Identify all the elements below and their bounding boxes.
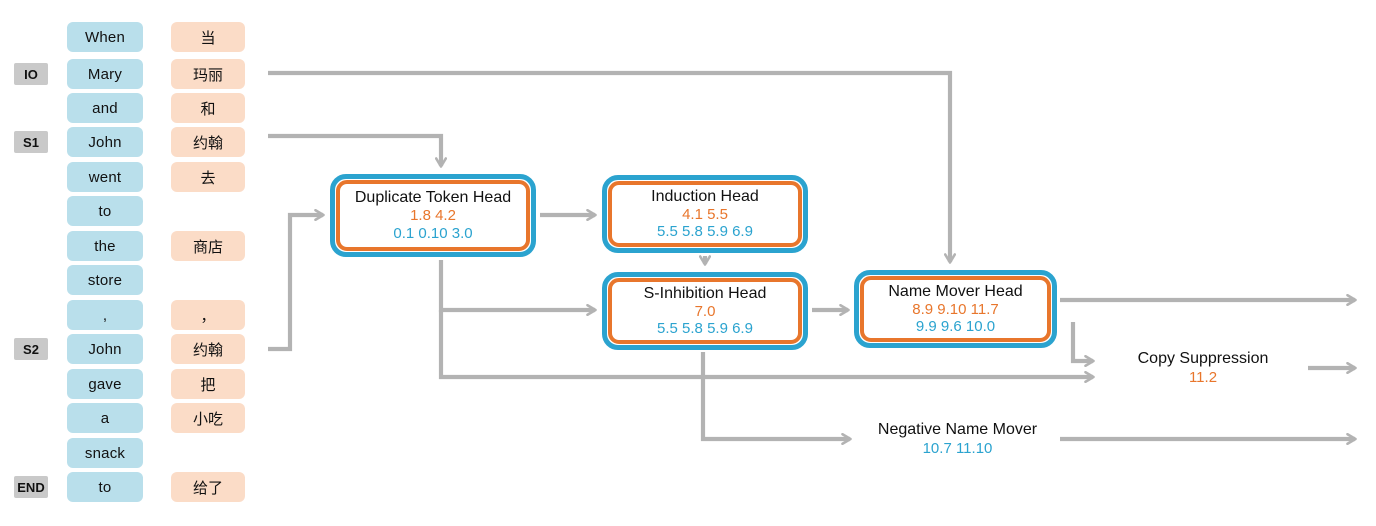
token-en-6: the	[67, 231, 143, 261]
token-zh-12	[171, 438, 245, 468]
node-heads-blue: 5.5 5.8 5.9 6.9	[657, 320, 753, 338]
node-duplicate-token-head[interactable]: Duplicate Token Head 1.8 4.2 0.1 0.10 3.…	[330, 174, 536, 257]
token-en-12: snack	[67, 438, 143, 468]
node-title: Negative Name Mover	[877, 421, 1038, 439]
token-en-7: store	[67, 265, 143, 295]
role-label-s1: S1	[14, 131, 48, 153]
node-heads-blue: 10.7 11.10	[922, 439, 993, 457]
inner-ring-orange: Duplicate Token Head 1.8 4.2 0.1 0.10 3.…	[336, 180, 530, 251]
token-zh-0: 当	[171, 22, 245, 52]
token-en-10: gave	[67, 369, 143, 399]
role-label-end: END	[14, 476, 48, 498]
node-heads-orange: 7.0	[694, 302, 716, 320]
token-zh-2: 和	[171, 93, 245, 123]
token-en-13: to	[67, 472, 143, 502]
token-en-2: and	[67, 93, 143, 123]
node-heads-orange: 4.1 5.5	[682, 205, 728, 223]
inner-ring-orange: Name Mover Head 8.9 9.10 11.7 9.9 9.6 10…	[860, 276, 1051, 342]
node-copy-suppression[interactable]: Copy Suppression 11.2	[1100, 338, 1306, 398]
token-en-3: John	[67, 127, 143, 157]
token-zh-5	[171, 196, 245, 226]
token-zh-9: 约翰	[171, 334, 245, 364]
token-en-8: ,	[67, 300, 143, 330]
node-body: Copy Suppression 11.2	[1100, 338, 1306, 398]
token-zh-3: 约翰	[171, 127, 245, 157]
node-heads-orange: 8.9 9.10 11.7	[912, 300, 999, 318]
node-heads-orange: 11.2	[1188, 368, 1218, 386]
wire-name-mover-to-copy-suppression	[1070, 322, 1093, 361]
inner-ring-orange: S-Inhibition Head 7.0 5.5 5.8 5.9 6.9	[608, 278, 802, 344]
node-name-mover-head[interactable]: Name Mover Head 8.9 9.10 11.7 9.9 9.6 10…	[854, 270, 1057, 348]
wire-s1-to-duplicate-token	[268, 133, 441, 166]
token-zh-8: ，	[171, 300, 245, 330]
node-title: Copy Suppression	[1137, 350, 1269, 368]
node-title: Induction Head	[651, 187, 759, 205]
node-s-inhibition-head[interactable]: S-Inhibition Head 7.0 5.5 5.8 5.9 6.9	[602, 272, 808, 350]
token-zh-7	[171, 265, 245, 295]
wire-duplicate-token-to-s-inhibition	[438, 260, 595, 310]
role-label-s2: S2	[14, 338, 48, 360]
node-heads-orange: 1.8 4.2	[410, 207, 456, 225]
token-zh-10: 把	[171, 369, 245, 399]
wire-s2-to-duplicate-token	[268, 215, 323, 352]
token-zh-1: 玛丽	[171, 59, 245, 89]
node-heads-blue: 9.9 9.6 10.0	[915, 318, 996, 336]
wire-s-inhibition-to-negative-name-mover	[700, 352, 850, 439]
node-heads-blue: 5.5 5.8 5.9 6.9	[657, 223, 753, 241]
token-en-4: went	[67, 162, 143, 192]
token-zh-13: 给了	[171, 472, 245, 502]
token-zh-4: 去	[171, 162, 245, 192]
token-en-11: a	[67, 403, 143, 433]
token-en-1: Mary	[67, 59, 143, 89]
token-en-5: to	[67, 196, 143, 226]
token-zh-6: 商店	[171, 231, 245, 261]
node-body: Negative Name Mover 10.7 11.10	[856, 410, 1059, 468]
inner-ring-orange: Induction Head 4.1 5.5 5.5 5.8 5.9 6.9	[608, 181, 802, 247]
token-en-9: John	[67, 334, 143, 364]
node-title: S-Inhibition Head	[643, 284, 767, 302]
node-heads-blue: 0.1 0.10 3.0	[393, 224, 473, 242]
token-en-0: When	[67, 22, 143, 52]
node-induction-head[interactable]: Induction Head 4.1 5.5 5.5 5.8 5.9 6.9	[602, 175, 808, 253]
token-zh-11: 小吃	[171, 403, 245, 433]
node-title: Name Mover Head	[888, 282, 1023, 300]
role-label-io: IO	[14, 63, 48, 85]
node-negative-name-mover[interactable]: Negative Name Mover 10.7 11.10	[856, 410, 1059, 468]
node-title: Duplicate Token Head	[354, 189, 512, 207]
